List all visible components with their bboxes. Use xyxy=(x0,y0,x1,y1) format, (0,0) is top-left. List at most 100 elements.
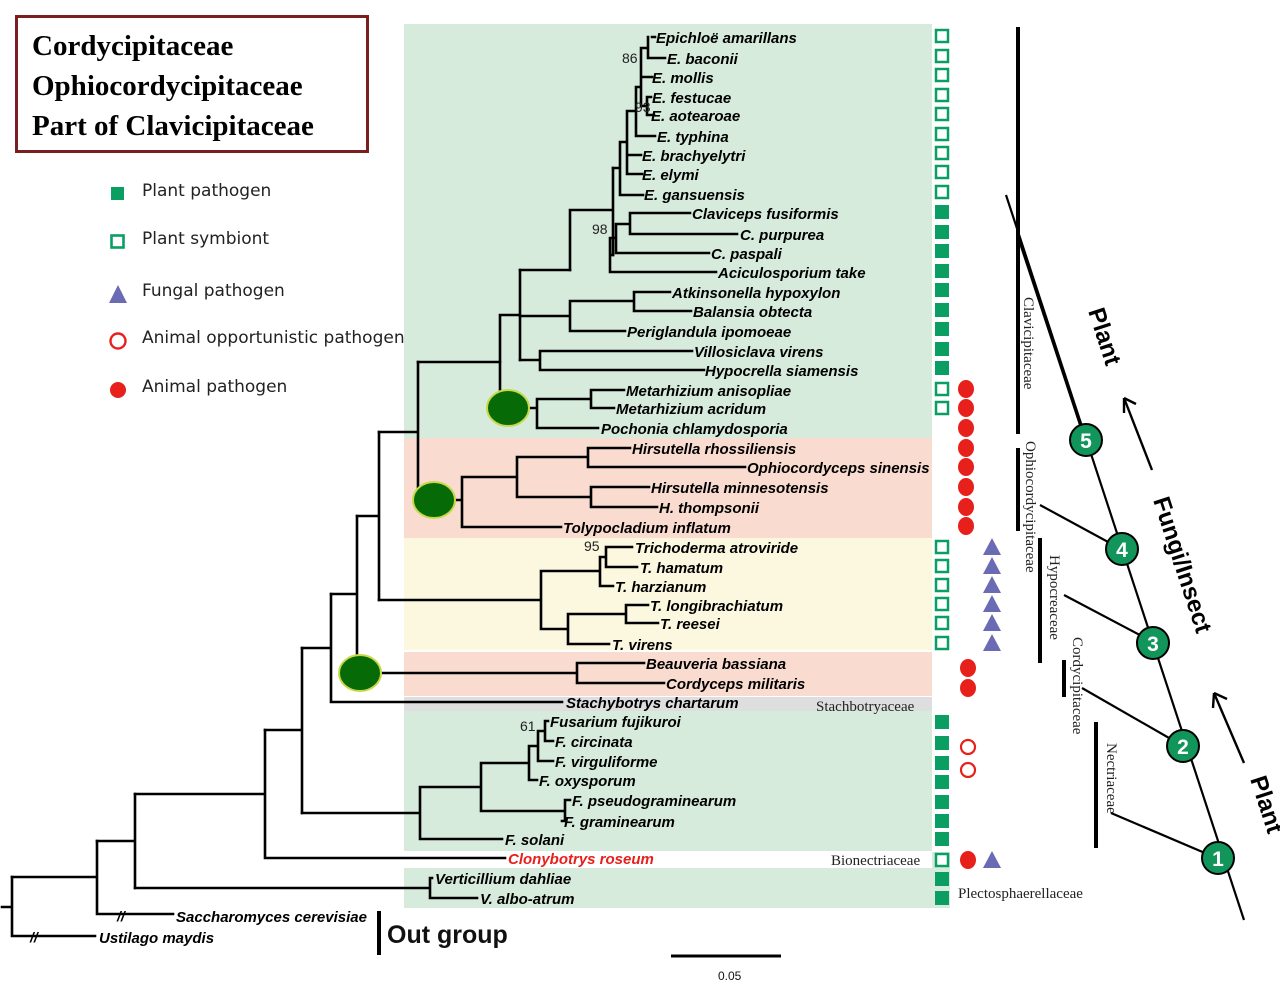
plant-symbiont-marker xyxy=(934,615,950,631)
taxon-label: T. longibrachiatum xyxy=(650,598,783,615)
taxon-label: Ustilago maydis xyxy=(99,930,214,947)
title-line: Part of Clavicipitaceae xyxy=(32,110,314,142)
taxon-label: Aciculosporium take xyxy=(717,265,866,282)
bootstrap-value: 93 xyxy=(635,99,651,115)
node-markers xyxy=(338,389,530,692)
step-circle xyxy=(1105,532,1139,566)
taxon-label: F. virguliforme xyxy=(555,754,658,771)
trait-markers xyxy=(934,28,1001,905)
taxon-label: E. festucae xyxy=(652,90,731,107)
animal-pathogen-marker xyxy=(960,659,976,677)
taxon-label: Hypocrella siamensis xyxy=(705,363,858,380)
taxon-label: Claviceps fusiformis xyxy=(692,206,839,223)
taxon-label: F. pseudograminearum xyxy=(572,793,736,810)
plant-pathogen-marker xyxy=(935,736,949,750)
plant-symbiont-marker xyxy=(934,28,950,44)
taxon-label: T. reesei xyxy=(660,616,721,633)
fungal-pathogen-marker xyxy=(983,634,1001,651)
plant-symbiont-marker xyxy=(934,596,950,612)
step-number: 1 xyxy=(1212,848,1224,871)
fungal-pathogen-marker xyxy=(983,595,1001,612)
step-circle xyxy=(1069,423,1103,457)
taxon-label: T. harzianum xyxy=(615,579,706,596)
animal-pathogen-marker xyxy=(958,399,974,417)
plant-symbiont-marker xyxy=(934,558,950,574)
plant-symbiont-marker xyxy=(934,87,950,103)
family-connector xyxy=(1016,236,1087,441)
triangle-icon xyxy=(109,285,127,303)
animal-pathogen-marker xyxy=(958,478,974,496)
plant-symbiont-marker xyxy=(934,184,950,200)
family-label: Bionectriaceae xyxy=(831,853,920,869)
plant-symbiont-marker xyxy=(934,539,950,555)
taxon-label: F. graminearum xyxy=(564,814,675,831)
plant-pathogen-marker xyxy=(935,244,949,258)
taxon-label: F. oxysporum xyxy=(539,773,636,790)
step-number: 2 xyxy=(1177,736,1189,759)
taxon-label: H. thompsonii xyxy=(659,500,760,517)
node-marker xyxy=(412,481,456,519)
title-box: Cordycipitaceae Ophiocordycipitaceae Par… xyxy=(15,15,369,153)
family-label: Hypocreaceae xyxy=(1046,555,1062,640)
step-number: 5 xyxy=(1080,430,1092,453)
taxon-label: F. circinata xyxy=(555,734,633,751)
taxon-label: Ophiocordyceps sinensis xyxy=(747,460,930,477)
plant-pathogen-marker xyxy=(935,205,949,219)
host-label: Plant xyxy=(1082,305,1126,369)
family-label: Plectosphaerellaceae xyxy=(958,886,1083,902)
plant-pathogen-marker xyxy=(935,795,949,809)
taxon-label: Trichoderma atroviride xyxy=(635,540,798,557)
taxon-label: Atkinsonella hypoxylon xyxy=(671,285,840,302)
taxon-label: E. mollis xyxy=(652,70,714,87)
taxon-label: Stachybotrys chartarum xyxy=(566,695,739,712)
fungal-pathogen-marker xyxy=(983,538,1001,555)
taxon-label: Epichloë amarillans xyxy=(656,30,797,47)
tree-branches xyxy=(0,35,747,955)
step-circle xyxy=(1166,729,1200,763)
clade-bg-plectosphaerellaceae xyxy=(404,868,932,908)
title-line: Cordycipitaceae xyxy=(32,30,234,62)
scale-label: 0.05 xyxy=(718,969,742,983)
taxon-label: Metarhizium anisopliae xyxy=(626,383,791,400)
fungal-pathogen-marker xyxy=(983,614,1001,631)
plant-pathogen-marker xyxy=(935,814,949,828)
step-circle xyxy=(1201,841,1235,875)
animal-pathogen-marker xyxy=(958,498,974,516)
step-circle xyxy=(1136,626,1170,660)
plant-symbiont-marker xyxy=(934,852,950,868)
animal-pathogen-marker xyxy=(958,419,974,437)
animal-opportunistic-marker xyxy=(959,738,977,756)
plant-pathogen-marker xyxy=(935,264,949,278)
plant-pathogen-marker xyxy=(935,322,949,336)
host-arrow xyxy=(1211,691,1246,764)
animal-pathogen-marker xyxy=(958,380,974,398)
plant-symbiont-marker xyxy=(934,400,950,416)
plant-pathogen-marker xyxy=(935,225,949,239)
plant-symbiont-marker xyxy=(934,164,950,180)
step-number: 4 xyxy=(1116,539,1128,562)
taxon-label: E. brachyelytri xyxy=(642,148,746,165)
legend-label: Plant symbiont xyxy=(142,229,270,249)
taxon-label: Villosiclava virens xyxy=(694,344,824,361)
taxon-label: T. hamatum xyxy=(640,560,723,577)
plant-pathogen-marker xyxy=(935,342,949,356)
fungal-pathogen-marker xyxy=(983,576,1001,593)
family-label: Cordycipitaceae xyxy=(1069,637,1085,735)
taxon-label: Hirsutella rhossiliensis xyxy=(632,441,796,458)
plant-symbiont-marker xyxy=(934,48,950,64)
taxon-label: T. virens xyxy=(612,637,673,654)
fungal-pathogen-marker xyxy=(983,557,1001,574)
family-label: Ophiocordycipitaceae xyxy=(1022,441,1038,573)
legend-label: Animal pathogen xyxy=(142,377,288,397)
clade-bg-hypocreaceae xyxy=(404,538,932,650)
taxon-label: Clonybotrys roseum xyxy=(508,851,654,868)
plant-pathogen-marker xyxy=(935,715,949,729)
legend-label: Animal opportunistic pathogen xyxy=(142,328,405,348)
taxon-label: E. aotearoae xyxy=(651,108,740,125)
taxon-label: Cordyceps militaris xyxy=(666,676,805,693)
node-marker xyxy=(338,654,382,692)
taxon-label: Pochonia chlamydosporia xyxy=(601,421,788,438)
